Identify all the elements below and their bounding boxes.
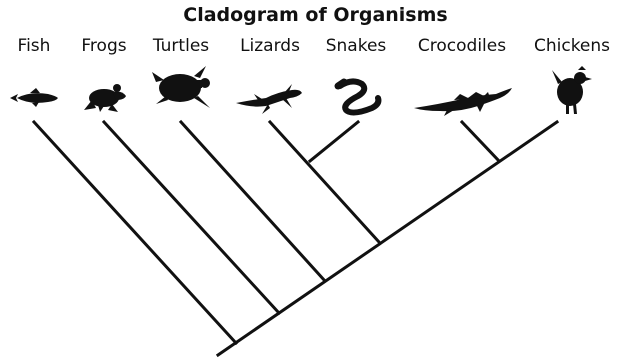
frog-icon [84,84,126,112]
snake-icon [338,81,378,112]
branch-turtles [181,122,325,281]
crocodile-icon [414,88,512,116]
branch-lizards [270,122,379,242]
chicken-icon [552,66,592,114]
cladogram-branches [34,122,557,355]
fish-icon [10,88,58,107]
branch-crocodiles [462,122,499,161]
branch-main-trunk [218,122,557,355]
lizard-icon [236,84,302,114]
turtle-icon [152,66,210,108]
branch-frogs [104,122,279,313]
branch-snakes [310,122,358,161]
